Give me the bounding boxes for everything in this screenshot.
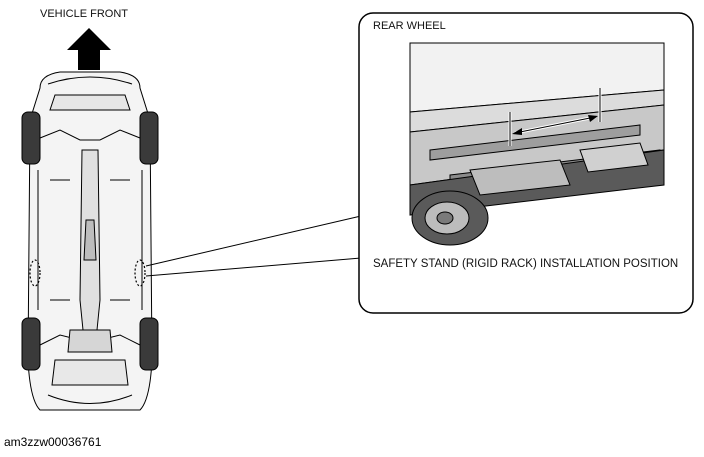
- installation-position-label: SAFETY STAND (RIGID RACK) INSTALLATION P…: [373, 258, 679, 270]
- rear-wheel-label: REAR WHEEL: [373, 20, 446, 32]
- vehicle-underbody: [21, 71, 159, 411]
- figure-id: am3zzw00036761: [4, 435, 102, 449]
- stand-position-marker-right: [134, 259, 146, 287]
- callout-line-lower: [145, 257, 362, 277]
- callout-line-upper: [145, 215, 362, 267]
- stand-position-marker-left: [29, 259, 41, 287]
- vehicle-front-label: VEHICLE FRONT: [40, 8, 129, 20]
- arrow-up-icon: [67, 28, 111, 70]
- rear-undercarriage-detail: [409, 42, 665, 246]
